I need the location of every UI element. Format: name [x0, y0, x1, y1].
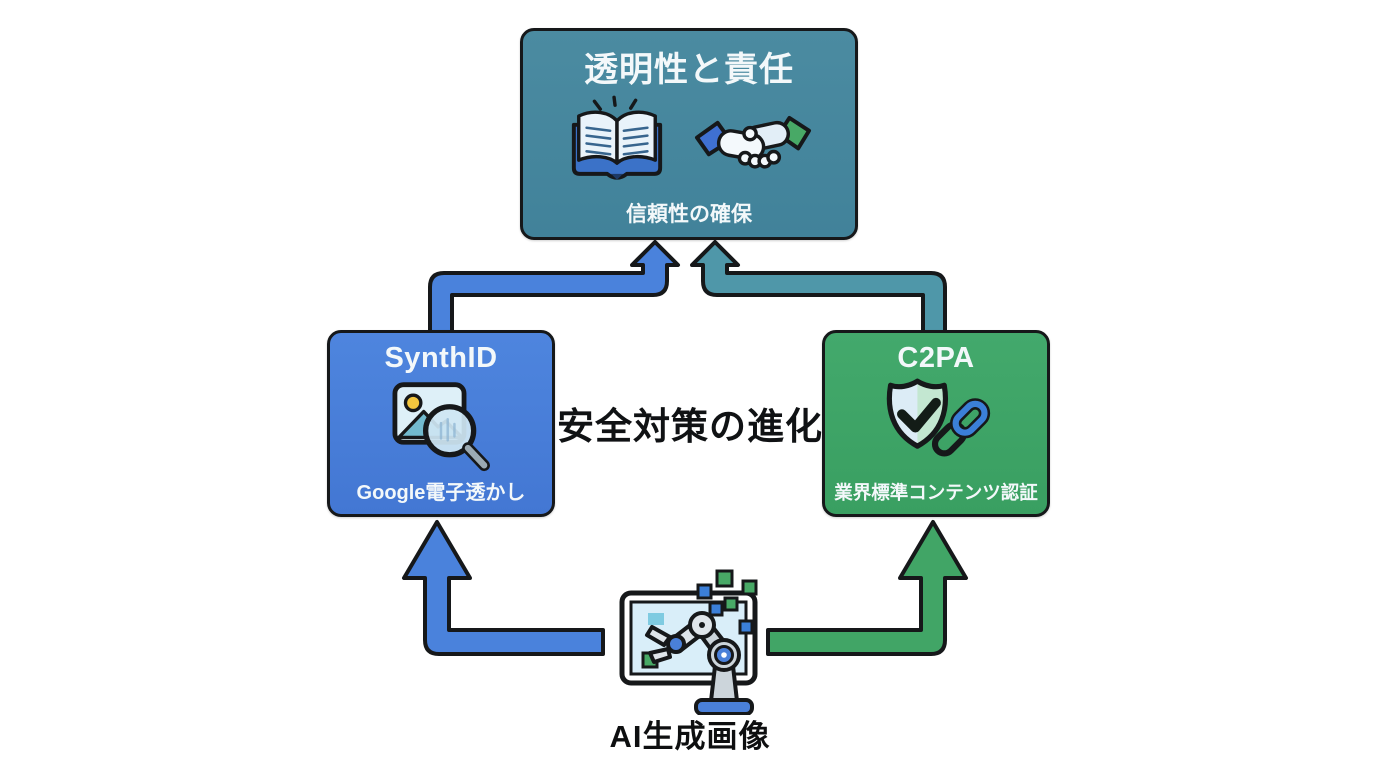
center-label: 安全対策の進化 — [557, 406, 823, 447]
c2pa-title: C2PA — [897, 342, 975, 374]
arrow-ai-to-c2pa — [766, 520, 968, 656]
top-box-title: 透明性と責任 — [584, 51, 794, 89]
c2pa-subtitle: 業界標準コンテンツ認証 — [834, 482, 1038, 503]
synthid-title: SynthID — [384, 342, 498, 374]
arrow-c2pa-to-top — [690, 240, 947, 334]
image-watermark-magnifier-icon — [392, 382, 490, 472]
robot-arm-screen-icon — [619, 569, 758, 715]
ai-image-label: AI生成画像 — [609, 719, 771, 754]
cyan-pixel — [648, 613, 664, 625]
node-c2pa: C2PA 業界標準コンテンツ認証 — [822, 330, 1050, 517]
chain-link-icon — [931, 398, 991, 457]
ai-image-node — [600, 563, 780, 715]
synthid-subtitle: Google電子透かし — [356, 482, 526, 504]
arrow-synthid-to-top — [428, 240, 680, 334]
top-box-subtitle: 信頼性の確保 — [626, 203, 752, 226]
top-box-icons — [566, 95, 812, 188]
pixel-squares-icon — [696, 569, 758, 635]
handshake-icon — [694, 115, 812, 169]
shield-check-chain-icon — [886, 378, 991, 457]
node-transparency-responsibility: 透明性と責任 — [520, 28, 858, 240]
shield-check-icon — [886, 378, 948, 449]
node-synthid: SynthID Google電子透かし — [327, 330, 555, 517]
arrow-ai-to-synthid — [402, 520, 605, 656]
open-book-icon — [571, 95, 663, 180]
